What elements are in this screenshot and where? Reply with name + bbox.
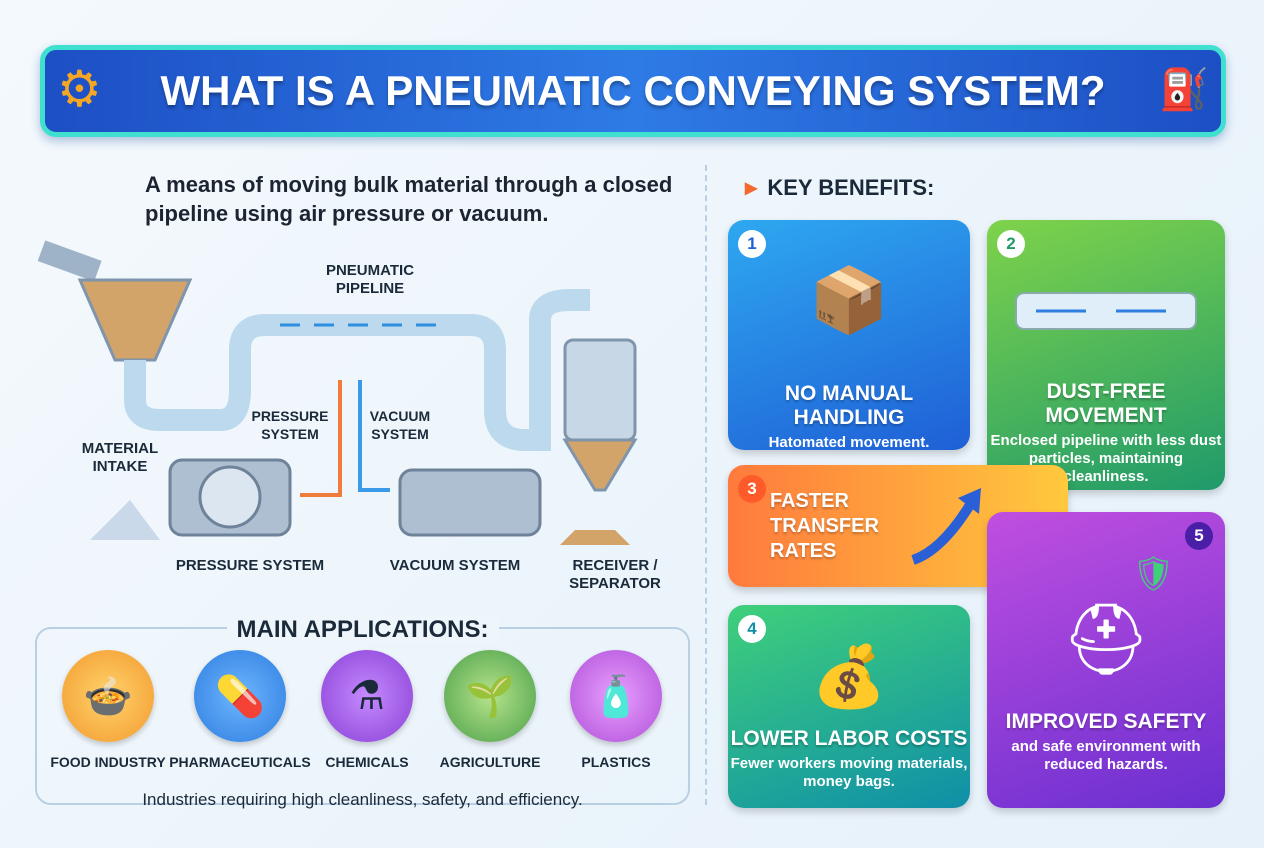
hand-truck-icon: 📦 — [809, 264, 889, 336]
benefit-card-4: 4 💰 LOWER LABOR COSTS Fewer workers movi… — [728, 605, 970, 808]
money-bag-icon: 💰 — [811, 643, 887, 710]
label-vacuum: VACUUM SYSTEM — [389, 557, 521, 574]
label-receiver: RECEIVER / SEPARATOR — [569, 557, 661, 592]
intake-chute — [37, 240, 102, 282]
benefit-card-5: 5 🛡 ⛑ IMPROVED SAFETY and safe environme… — [987, 512, 1225, 808]
flask-icon: ⚗ — [321, 650, 413, 742]
label-pressure-small: PRESSURE SYSTEM — [251, 408, 329, 442]
play-icon: ▶ — [745, 180, 758, 197]
shield-check-icon: 🛡 — [1131, 555, 1175, 593]
bottle-icon: 🧴 — [570, 650, 662, 742]
benefit-card-2: 2 DUST-FREE MOVEMENT Enclosed pipeline w… — [987, 220, 1225, 490]
receiver-separator — [563, 338, 637, 442]
vacuum-pump — [398, 468, 542, 537]
benefits-heading: ▶KEY BENEFITS: — [745, 175, 935, 200]
pill-icon: 💊 — [194, 650, 286, 742]
benefit-card-1: 1 📦 NO MANUAL HANDLING Hatomated movemen… — [728, 220, 970, 450]
pressure-arrow — [300, 380, 342, 497]
label-vacuum-small: VACUUM SYSTEM — [369, 408, 431, 442]
applications-title: MAIN APPLICATIONS: — [226, 616, 499, 643]
vacuum-arrow — [358, 380, 390, 492]
page-title: WHAT IS A PNEUMATIC CONVEYING SYSTEM? — [160, 67, 1106, 114]
arrow-up-icon — [911, 488, 981, 565]
pipe-icon — [1015, 292, 1197, 330]
sprout-icon: 🌱 — [444, 650, 536, 742]
valve-icon: ⛽ — [1159, 68, 1209, 112]
gears-icon: ⚙ — [57, 61, 102, 117]
applications-footer: Industries requiring high cleanliness, s… — [142, 790, 583, 809]
intro-text: A means of moving bulk material through … — [145, 172, 673, 226]
food-icon: 🍲 — [62, 650, 154, 742]
conveying-diagram — [37, 240, 638, 545]
label-pressure: PRESSURE SYSTEM — [175, 557, 325, 574]
title-banner: ⚙ WHAT IS A PNEUMATIC CONVEYING SYSTEM? … — [40, 45, 1226, 137]
hopper — [77, 278, 193, 362]
pneumatic-pipeline — [124, 289, 590, 451]
divider — [705, 165, 707, 805]
hard-hat-icon: ⛑ — [1061, 600, 1151, 678]
label-intake: MATERIAL INTAKE — [81, 440, 159, 475]
label-pipeline: PNEUMATIC PIPELINE — [325, 262, 415, 297]
